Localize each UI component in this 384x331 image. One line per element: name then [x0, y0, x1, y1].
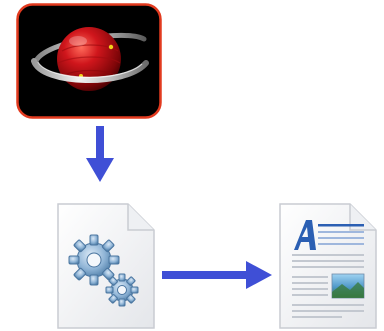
right-arrow-connector — [158, 258, 274, 292]
red-planet-app-icon — [16, 3, 162, 119]
down-arrow-connector — [84, 126, 116, 184]
text-document-icon — [276, 202, 380, 330]
gear-settings-file-icon — [54, 202, 158, 330]
